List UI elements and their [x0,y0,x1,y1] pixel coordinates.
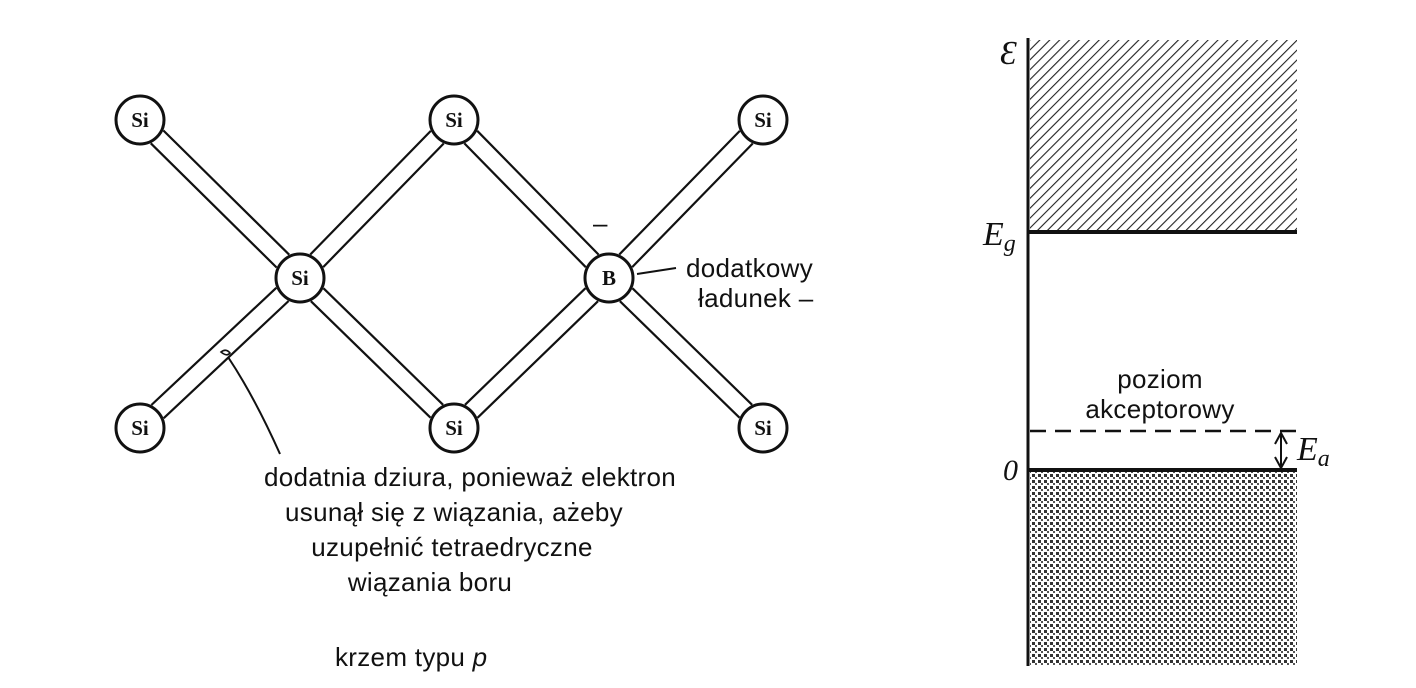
atom-circle [274,252,326,304]
extra-charge-label-line2: ładunek – [698,283,814,313]
activation-arrow [1274,430,1288,471]
hole-label-line3: uzupełnić tetraedryczne [311,532,593,562]
atom-circle [583,252,635,304]
atom-si-center: Si [274,252,326,304]
acceptor-label-line2: akceptorowy [1085,394,1234,424]
bond-si-center-si-bottom-mid [310,287,444,419]
atom-boron: B [583,252,635,304]
bond-boron-si-bottom-right [619,287,753,419]
atom-si-bottom-mid: Si [428,402,480,454]
zero-energy-label: 0 [1003,454,1018,487]
atom-circle [428,94,480,146]
bond-si-center-si-top-mid [309,130,445,268]
bond-si-top-mid-boron [463,130,600,268]
atom-label: Si [445,108,463,132]
boron-minus-sign: – [593,208,608,238]
atom-label: Si [754,108,772,132]
hole-leader [227,356,281,455]
atom-label: Si [131,416,149,440]
extra-charge-label-line1: dodatkowy [686,253,813,283]
extra-charge-leader [636,267,677,275]
bond-si-bottom-mid-boron [464,287,599,419]
atom-si-top-left: Si [114,94,166,146]
band-diagram: Ɛ Eg 0 poziom akceptorowy Ea [982,35,1330,666]
energy-axis-label: Ɛ [1000,35,1017,72]
atom-si-bottom-right: Si [737,402,789,454]
atom-label: Si [131,108,149,132]
conduction-band [1030,40,1297,232]
hole-label-line4: wiązania boru [347,567,512,597]
atom-si-bottom-left: Si [114,402,166,454]
atom-label: Si [291,266,309,290]
atom-circle [428,402,480,454]
atom-circle [114,94,166,146]
atom-circle [114,402,166,454]
atom-label: Si [445,416,463,440]
acceptor-label-line1: poziom [1117,364,1203,394]
atom-circle [737,402,789,454]
valence-band [1030,470,1297,666]
bond-layer [150,129,754,420]
atom-label: B [602,266,616,290]
bond-boron-si-top-right [618,130,754,268]
atom-label: Si [754,416,772,440]
diagram-caption: krzem typu p [335,642,487,672]
bond-si-top-left-si-center [150,129,290,269]
atom-si-top-right: Si [737,94,789,146]
activation-energy-label: Ea [1296,431,1330,472]
hole-marker [219,349,232,356]
gap-energy-label: Eg [982,216,1016,257]
bond-si-center-si-bottom-left [150,286,290,420]
atom-si-top-mid: Si [428,94,480,146]
hole-label-line2: usunął się z wiązania, ażeby [285,497,623,527]
hole-label-line1: dodatnia dziura, ponieważ elektron [264,462,676,492]
atom-circle [737,94,789,146]
